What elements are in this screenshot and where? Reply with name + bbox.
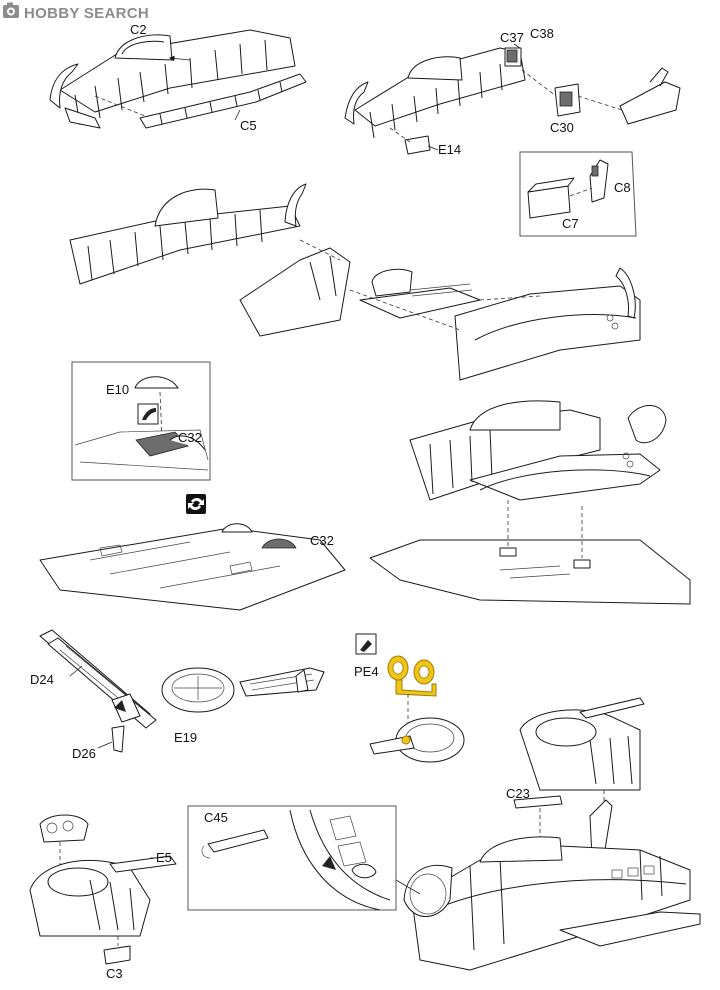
label-c45: C45 <box>204 810 228 825</box>
label-c23: C23 <box>506 786 530 801</box>
label-c7: C7 <box>562 216 579 231</box>
label-c32-detail: C32 <box>178 430 202 445</box>
step-final-assembly-c23: C23 <box>403 697 701 971</box>
label-c32-floor: C32 <box>310 533 334 548</box>
flip-over-icon <box>186 494 206 514</box>
step-turret-ring-e19: E19 <box>161 667 325 745</box>
label-e5: E5 <box>156 850 172 865</box>
logo-text: HOBBY SEARCH <box>24 5 149 22</box>
detail-box-c45: C45 <box>187 805 397 911</box>
detail-box-e10-c32: E10 C32 <box>71 361 211 481</box>
label-e10: E10 <box>106 382 129 397</box>
pe4-gunsight-part <box>387 655 437 697</box>
step-cockpit-floor: C32 <box>39 523 346 611</box>
detail-connector <box>395 879 421 895</box>
label-c3: C3 <box>106 966 123 981</box>
step-photo-etch-pe4: PE4 <box>354 633 465 763</box>
label-d24: D24 <box>30 672 54 687</box>
step-turret-dome-e5-c3: E5 C3 <box>29 814 177 981</box>
step-guns-d24-d26: D24 D26 <box>30 629 157 761</box>
label-e14: E14 <box>438 142 461 157</box>
label-c2: C2 <box>130 22 147 37</box>
photo-etch-icon <box>355 633 377 655</box>
glue-icon <box>137 403 159 425</box>
step-cockpit-assembly <box>69 183 641 381</box>
label-e19: E19 <box>174 730 197 745</box>
camera-logo-icon <box>3 2 19 18</box>
label-c37: C37 <box>500 30 524 45</box>
step-fuselage-frame-left: C2 C5 <box>49 22 307 133</box>
detail-box-c7-c8: C8 C7 <box>519 151 637 237</box>
label-c38: C38 <box>530 26 554 41</box>
label-c5: C5 <box>240 118 257 133</box>
hobby-search-logo: HOBBY SEARCH <box>3 2 149 22</box>
step-fuselage-with-floor <box>369 400 691 605</box>
label-c8: C8 <box>614 180 631 195</box>
label-d26: D26 <box>72 746 96 761</box>
label-c30: C30 <box>550 120 574 135</box>
step-fuselage-frame-right: C37 C38 C30 E14 <box>344 26 681 157</box>
label-pe4: PE4 <box>354 664 379 679</box>
